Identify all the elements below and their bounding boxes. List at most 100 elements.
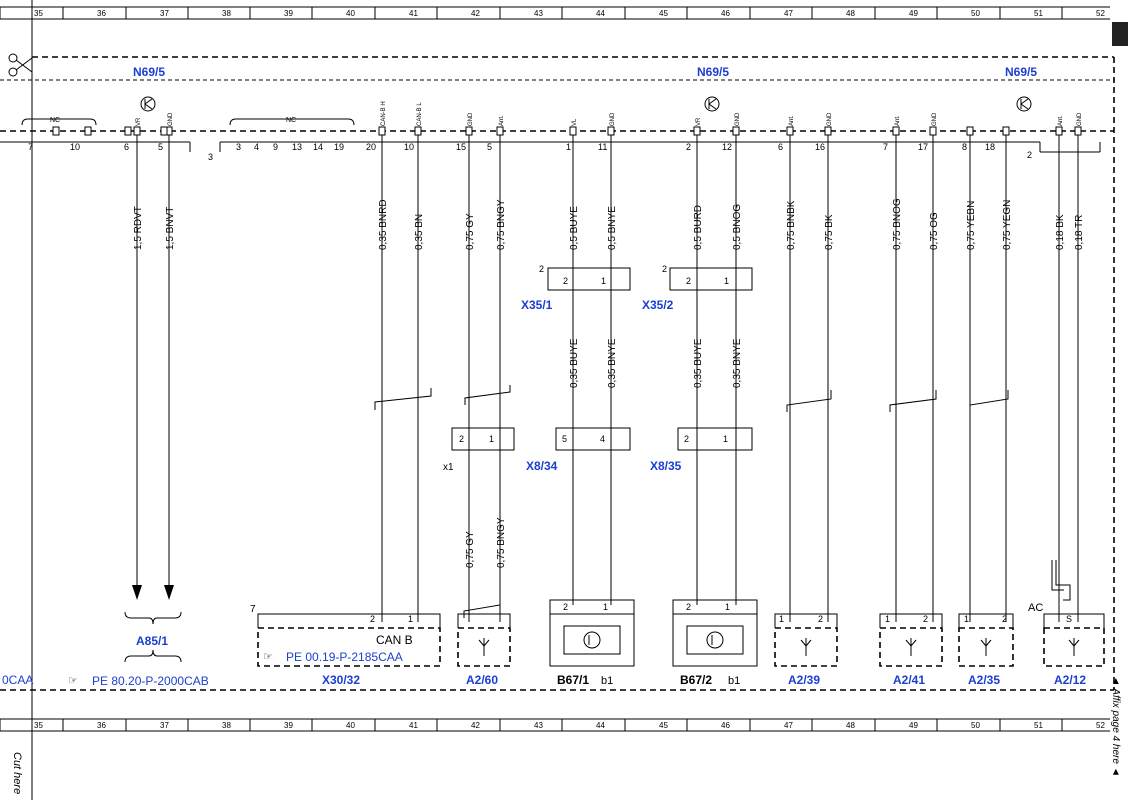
antenna-icon xyxy=(478,638,490,656)
svg-text:1: 1 xyxy=(603,602,608,612)
pin-name: GND xyxy=(468,112,474,126)
pin-name: GND xyxy=(735,112,741,126)
grid-number: 35 xyxy=(34,9,43,18)
wire-label: 0,75 OG xyxy=(929,212,940,250)
wire-label: 0,75 BNOG xyxy=(892,198,903,250)
pin-number: 8 xyxy=(962,142,967,152)
pin-name: VR xyxy=(136,117,142,126)
label-a2-39: A2/39 xyxy=(788,673,820,687)
pin-number: 19 xyxy=(334,142,344,152)
grid-number: 39 xyxy=(284,9,293,18)
reference-pe-80-20: PE 80.20-P-2000CAB xyxy=(92,674,209,688)
connector-bus-lines xyxy=(0,141,1101,153)
label-x35-2: X35/2 xyxy=(642,298,674,312)
svg-text:5: 5 xyxy=(562,434,567,444)
antenna-icon xyxy=(1068,638,1080,656)
pin-terminal xyxy=(1002,126,1010,136)
pin-terminal xyxy=(160,126,168,136)
svg-text:7: 7 xyxy=(28,142,33,152)
label-b67-2: B67/2 xyxy=(680,673,712,687)
grid-number: 51 xyxy=(1034,721,1043,730)
wire-label: 1,5 RDVT xyxy=(133,206,144,250)
shield-cable xyxy=(1051,560,1064,591)
label-x35-1: X35/1 xyxy=(521,298,553,312)
pin-terminal xyxy=(465,126,473,136)
label-x8-34: X8/34 xyxy=(526,459,558,473)
svg-text:2: 2 xyxy=(662,264,667,274)
connector-x35-1 xyxy=(547,267,631,291)
pin-name: GND xyxy=(932,112,938,126)
pin-name: VL xyxy=(572,118,578,126)
pin-terminal xyxy=(52,126,60,136)
svg-text:NC: NC xyxy=(286,117,296,124)
arrow-down-icons xyxy=(132,585,174,600)
pin-name: Ant. xyxy=(499,115,505,126)
grid-number: 36 xyxy=(97,721,106,730)
grid-number: 48 xyxy=(846,9,855,18)
pin-terminal xyxy=(1074,126,1082,136)
pin-number: 16 xyxy=(815,142,825,152)
svg-text:1: 1 xyxy=(885,614,890,624)
grid-number: 37 xyxy=(160,721,169,730)
component-labels: A2/60 B67/1 b1 B67/2 b1 A2/39 A2/41 A2/3… xyxy=(466,673,1086,687)
label-x8-35: X8/35 xyxy=(650,459,682,473)
svg-text:1: 1 xyxy=(779,614,784,624)
grid-number: 51 xyxy=(1034,9,1043,18)
pin-name: GND xyxy=(1077,112,1083,126)
reference-icon: ☞ xyxy=(263,651,273,663)
wire-label: 0,75 BNGY xyxy=(496,517,507,568)
label-b1: b1 xyxy=(601,675,613,687)
svg-text:2: 2 xyxy=(459,434,464,444)
bottom-pin-numbers: 2 1 2 1 2 1 1 2 1 2 1 2 S xyxy=(370,602,1072,624)
pin-number: 2 xyxy=(686,142,691,152)
pin-number: 5 xyxy=(487,142,492,152)
grid-number: 52 xyxy=(1096,721,1105,730)
wire-label: 0,35 BNYE xyxy=(607,338,618,388)
label-a85-1: A85/1 xyxy=(136,634,168,648)
pin-terminal xyxy=(892,126,900,136)
pin-name: GND xyxy=(827,112,833,126)
top-left-pin-numbers: 7 10 6 5 xyxy=(28,142,163,152)
label-a2-60: A2/60 xyxy=(466,673,498,687)
pin-number: 17 xyxy=(918,142,928,152)
antenna-icon xyxy=(905,638,917,656)
grid-number: 42 xyxy=(471,721,480,730)
wire-label: 0,5 BNYE xyxy=(607,206,618,250)
pin-terminal xyxy=(786,126,794,136)
cut-here-label: Cut here xyxy=(11,752,23,794)
nc-bracket-left: NC xyxy=(21,117,97,126)
grid-number: 50 xyxy=(971,9,980,18)
grid-number: 43 xyxy=(534,721,543,730)
svg-text:2: 2 xyxy=(563,602,568,612)
wire-label: 0,75 GY xyxy=(465,213,476,250)
bottom-grid-strip xyxy=(0,718,1110,732)
grid-number: 39 xyxy=(284,721,293,730)
pin-terminal xyxy=(133,126,141,136)
pin-terminal xyxy=(496,126,504,136)
antenna-box xyxy=(1043,627,1105,667)
svg-text:1: 1 xyxy=(964,614,969,624)
pin-number: 9 xyxy=(273,142,278,152)
shield-cable xyxy=(1055,560,1071,601)
pin-number: 12 xyxy=(722,142,732,152)
antenna-icon xyxy=(800,638,812,656)
pin-number: 4 xyxy=(254,142,259,152)
label-can-b: CAN B xyxy=(376,633,413,647)
svg-text:2: 2 xyxy=(818,614,823,624)
grid-number: 40 xyxy=(346,9,355,18)
pin-terminal xyxy=(966,126,974,136)
svg-text:2: 2 xyxy=(684,434,689,444)
label-a2-35: A2/35 xyxy=(968,673,1000,687)
svg-text:2: 2 xyxy=(539,264,544,274)
label-b1: b1 xyxy=(728,675,740,687)
antenna-box xyxy=(879,627,943,667)
grid-number: 48 xyxy=(846,721,855,730)
grid-number: 38 xyxy=(222,721,231,730)
shield-marks xyxy=(374,385,1009,618)
affix-page-label: ◄ Affix page 4 here ◄ xyxy=(1110,676,1121,777)
svg-text:2: 2 xyxy=(563,276,568,286)
svg-text:4: 4 xyxy=(600,434,605,444)
pin-number: 1 xyxy=(566,142,571,152)
